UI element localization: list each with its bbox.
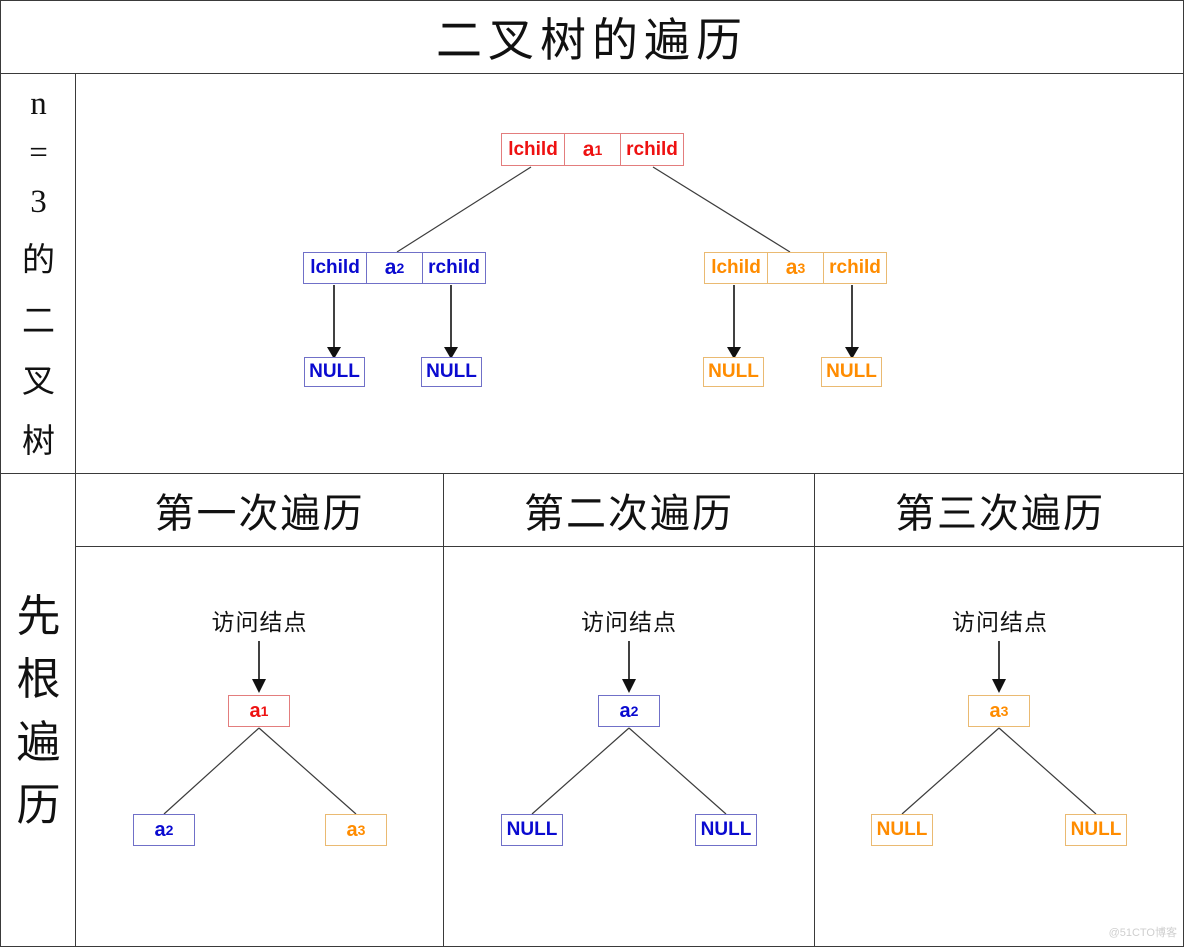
edge-root-to-left-node	[396, 166, 532, 253]
lchild-cell: lchild	[711, 257, 761, 278]
arrowhead	[327, 347, 341, 359]
sidebar-char: =	[29, 135, 48, 172]
arrowhead	[845, 347, 859, 359]
node-base: a	[249, 699, 261, 722]
node-base: a	[619, 699, 631, 722]
sidebar-char: 二	[22, 303, 55, 340]
node-base: a	[582, 137, 595, 161]
node-base: a	[346, 818, 358, 841]
lchild-cell: lchild	[310, 257, 360, 278]
node-base: a	[154, 818, 166, 841]
rchild-cell: rchild	[422, 253, 485, 283]
sidebar-char: 叉	[22, 363, 55, 400]
edge-root-to-right-node	[652, 166, 791, 253]
sidebar-char: 的	[22, 243, 55, 280]
divider-col2-col3	[814, 473, 815, 946]
rchild-cell: rchild	[620, 134, 683, 165]
node-base: NULL	[506, 819, 558, 840]
edge-col1-left	[163, 727, 260, 815]
header-third-traversal: 第三次遍历	[895, 491, 1105, 536]
sidebar-char: n	[30, 86, 47, 123]
arrowhead	[727, 347, 741, 359]
arrowhead	[444, 347, 458, 359]
null-box-left-rchild: NULL	[421, 357, 482, 387]
sidebar-char: 历	[16, 781, 61, 830]
col2-left-null: NULL	[501, 814, 563, 846]
arrowhead	[992, 679, 1006, 693]
divider-under-title	[1, 73, 1183, 74]
edge-col2-right	[628, 727, 727, 815]
sidebar-n3-binary-tree: n = 3 的 二 叉 树	[1, 74, 76, 474]
edge-col1-right	[258, 727, 357, 815]
null-box-right-lchild: NULL	[703, 357, 764, 387]
edge-col3-left	[901, 727, 1000, 815]
visit-node-label-col2: 访问结点	[581, 610, 677, 635]
divider-mid	[1, 473, 1183, 474]
col3-right-null: NULL	[1065, 814, 1127, 846]
visit-node-label-col1: 访问结点	[211, 610, 308, 635]
rchild-cell: rchild	[823, 253, 886, 283]
node-base: a	[989, 699, 1001, 722]
col2-right-null: NULL	[695, 814, 757, 846]
edge-col3-right	[998, 727, 1097, 815]
lchild-cell: lchild	[508, 138, 558, 160]
col3-left-null: NULL	[871, 814, 933, 846]
watermark: @51CTO博客	[1108, 927, 1177, 939]
sidebar-char: 先	[16, 592, 61, 641]
node-base: NULL	[700, 819, 752, 840]
node-base: NULL	[876, 819, 928, 840]
divider-under-headers	[75, 546, 1183, 547]
header-second-traversal: 第二次遍历	[524, 491, 734, 536]
arrowhead	[622, 679, 636, 693]
node-base: NULL	[1070, 819, 1122, 840]
header-first-traversal: 第一次遍历	[154, 491, 365, 536]
sidebar-char: 树	[22, 423, 55, 460]
edge-col2-left	[531, 727, 630, 815]
divider-col1-col2	[443, 473, 444, 946]
visit-node-label-col3: 访问结点	[952, 610, 1048, 635]
node-base: a	[384, 256, 397, 279]
null-box-right-rchild: NULL	[821, 357, 882, 387]
node-base: a	[785, 256, 798, 279]
null-box-left-lchild: NULL	[304, 357, 365, 387]
sidebar-char: 遍	[16, 718, 61, 767]
divider-sidebar	[75, 73, 76, 946]
arrowhead	[252, 679, 266, 693]
page-title: 二叉树的遍历	[436, 15, 748, 66]
sidebar-preorder-traversal: 先 根 遍 历	[1, 474, 76, 946]
sidebar-char: 3	[30, 184, 47, 221]
sidebar-char: 根	[16, 655, 61, 704]
